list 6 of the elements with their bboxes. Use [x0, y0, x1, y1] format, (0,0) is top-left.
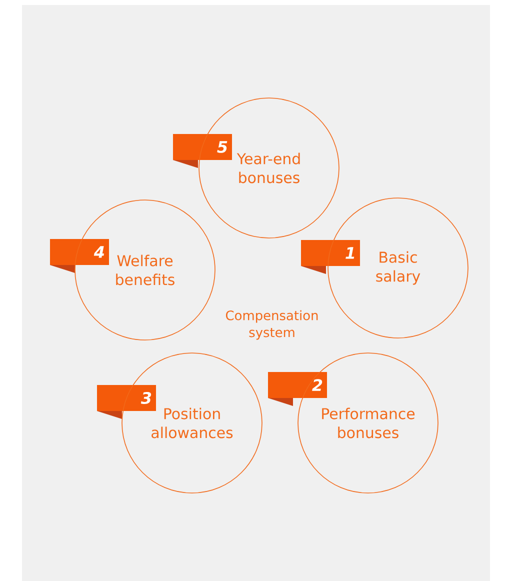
- number-tag: 2: [268, 372, 327, 406]
- number-tag: 1: [301, 240, 360, 274]
- center-label: Compensation system: [226, 310, 318, 340]
- number-tag: 3: [97, 385, 156, 419]
- number-tag: 4: [50, 239, 109, 273]
- number-tag: 5: [173, 134, 232, 168]
